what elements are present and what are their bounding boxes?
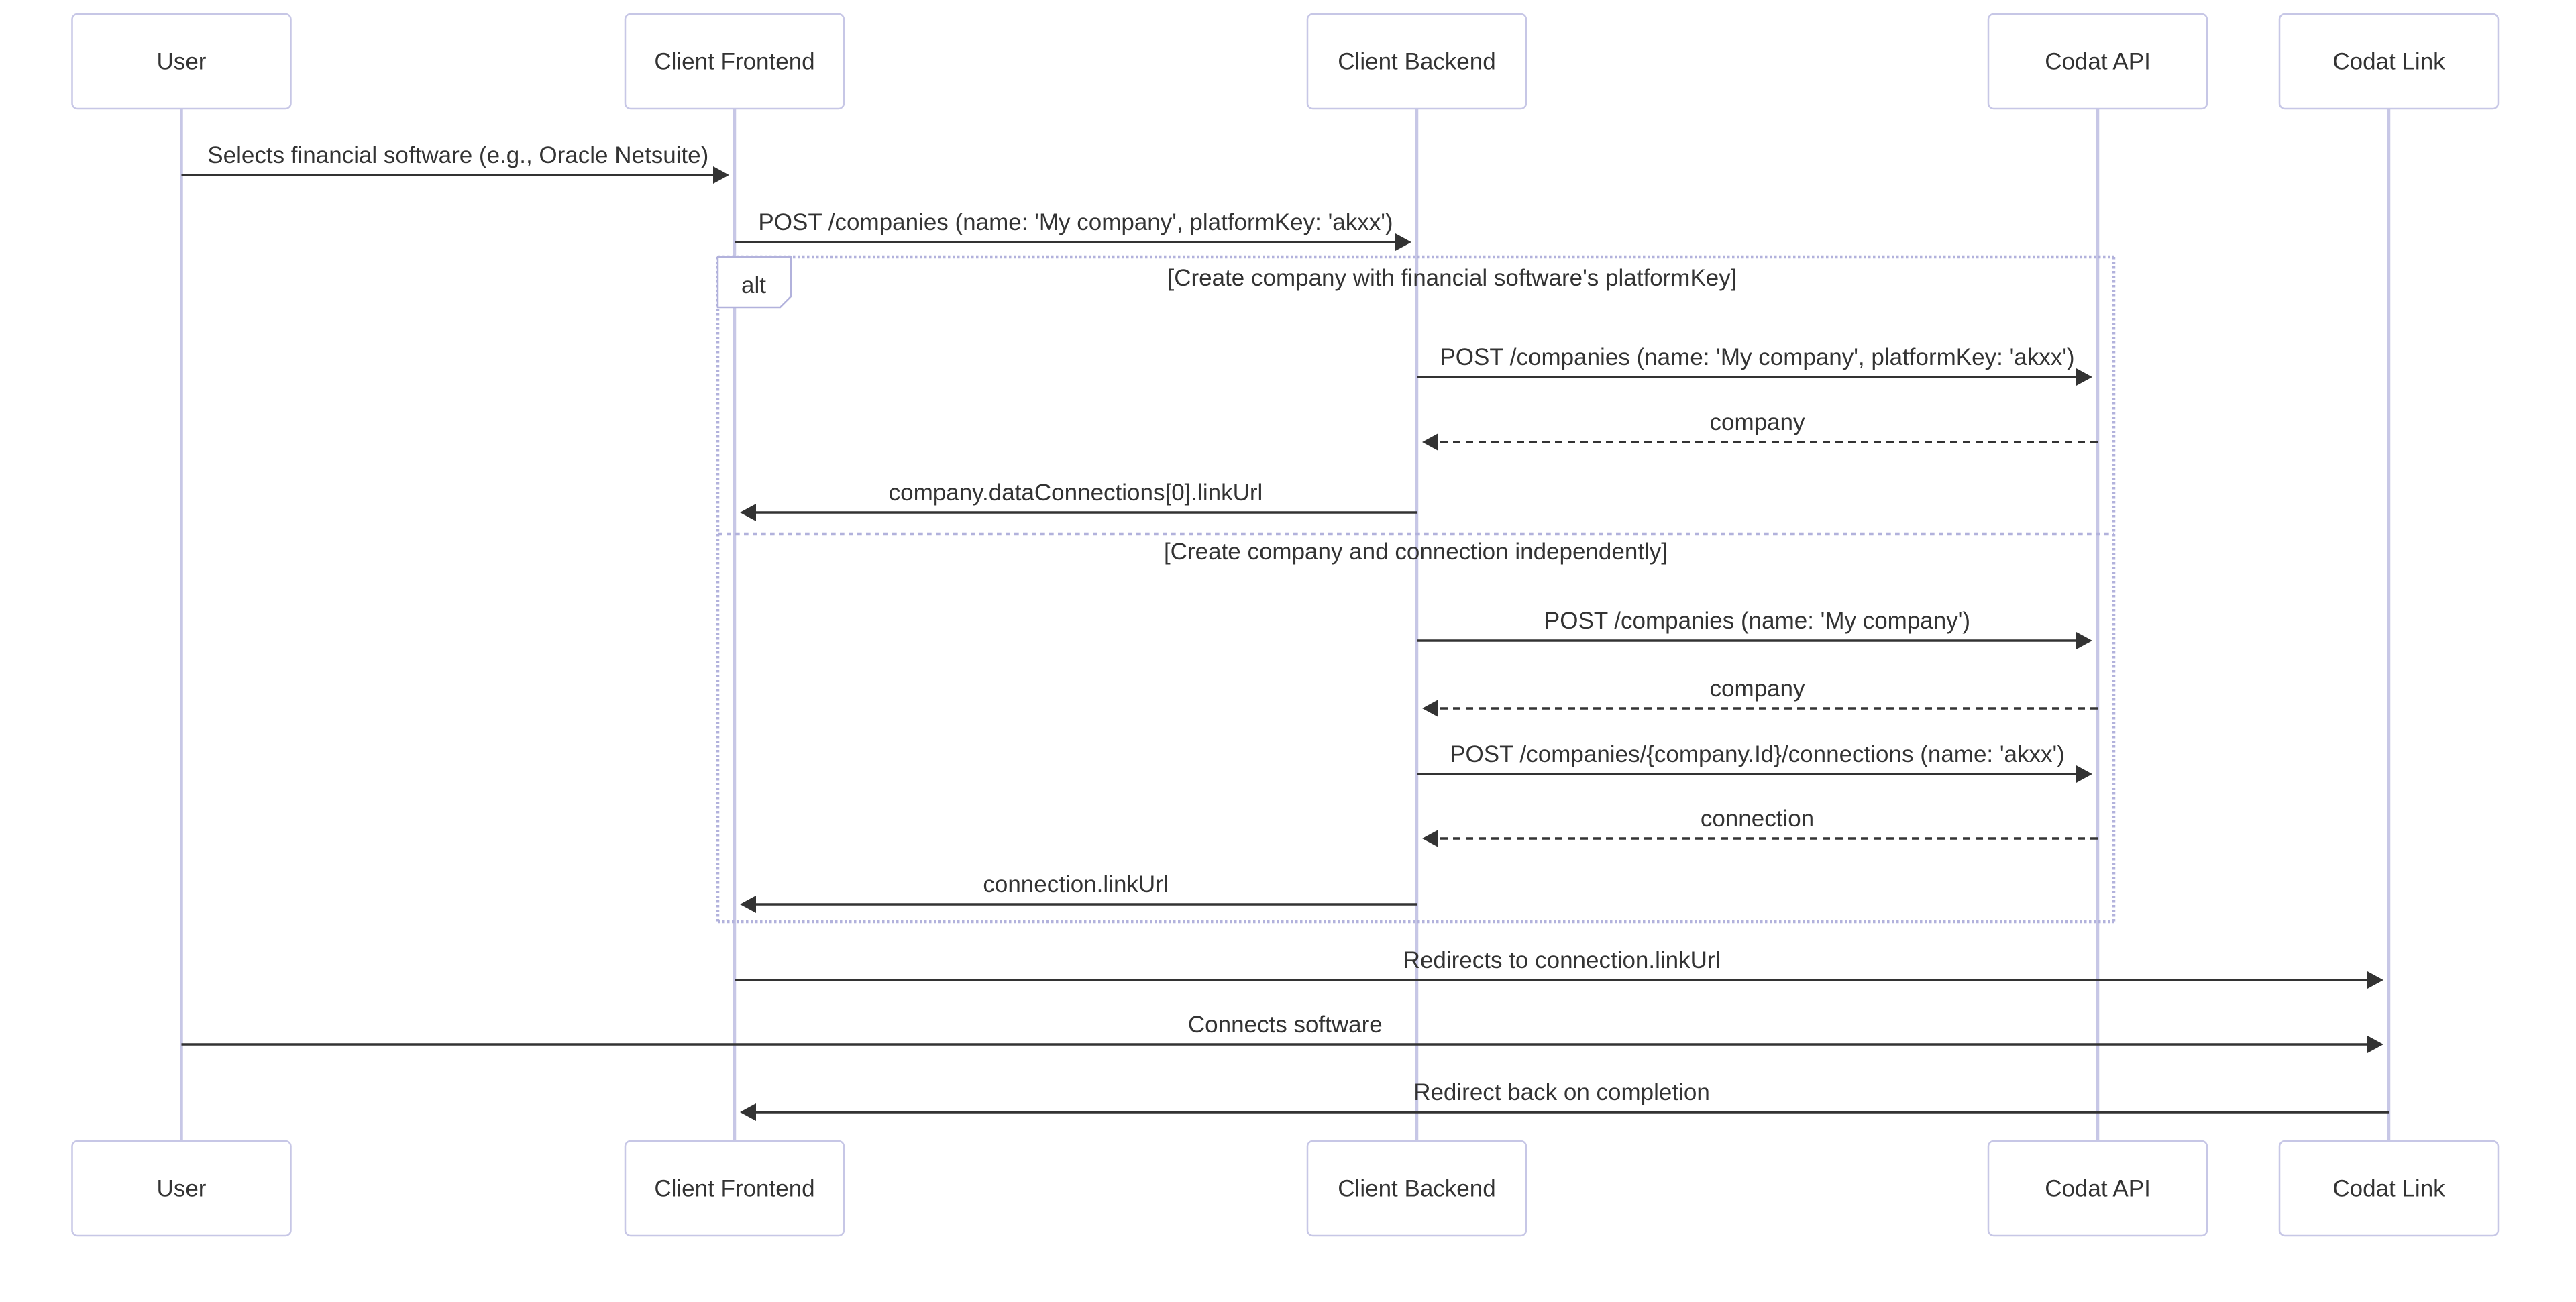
svg-text:Connects software: Connects software xyxy=(1188,1012,1383,1038)
svg-text:User: User xyxy=(157,49,207,75)
svg-text:company: company xyxy=(1709,675,1805,702)
svg-text:connection.linkUrl: connection.linkUrl xyxy=(983,871,1168,898)
svg-text:company.dataConnections[0].lin: company.dataConnections[0].linkUrl xyxy=(889,480,1263,506)
svg-text:Codat Link: Codat Link xyxy=(2332,1176,2445,1202)
svg-text:POST /companies (name: 'My com: POST /companies (name: 'My company') xyxy=(1544,608,1970,634)
svg-text:Codat API: Codat API xyxy=(2045,49,2151,75)
svg-text:Client Frontend: Client Frontend xyxy=(654,1176,814,1202)
svg-text:Selects financial software (e.: Selects financial software (e.g., Oracle… xyxy=(207,142,708,168)
svg-text:company: company xyxy=(1709,409,1805,435)
svg-text:[Create company and connection: [Create company and connection independe… xyxy=(1164,539,1668,565)
svg-text:Client Frontend: Client Frontend xyxy=(654,49,814,75)
svg-text:POST /companies (name: 'My com: POST /companies (name: 'My company', pla… xyxy=(1440,344,2074,370)
svg-text:POST /companies/{company.Id}/c: POST /companies/{company.Id}/connections… xyxy=(1450,741,2065,767)
svg-text:Codat API: Codat API xyxy=(2045,1176,2151,1202)
svg-text:Redirects to connection.linkUr: Redirects to connection.linkUrl xyxy=(1403,947,1721,973)
svg-text:Codat Link: Codat Link xyxy=(2332,49,2445,75)
svg-text:connection: connection xyxy=(1701,806,1814,832)
svg-text:User: User xyxy=(157,1176,207,1202)
svg-text:Client Backend: Client Backend xyxy=(1338,1176,1495,1202)
svg-text:Client Backend: Client Backend xyxy=(1338,49,1495,75)
svg-text:[Create company with financial: [Create company with financial software'… xyxy=(1168,265,1737,291)
svg-text:POST /companies (name: 'My com: POST /companies (name: 'My company', pla… xyxy=(758,209,1393,235)
svg-text:Redirect back on completion: Redirect back on completion xyxy=(1413,1079,1710,1105)
svg-text:alt: alt xyxy=(741,272,766,299)
